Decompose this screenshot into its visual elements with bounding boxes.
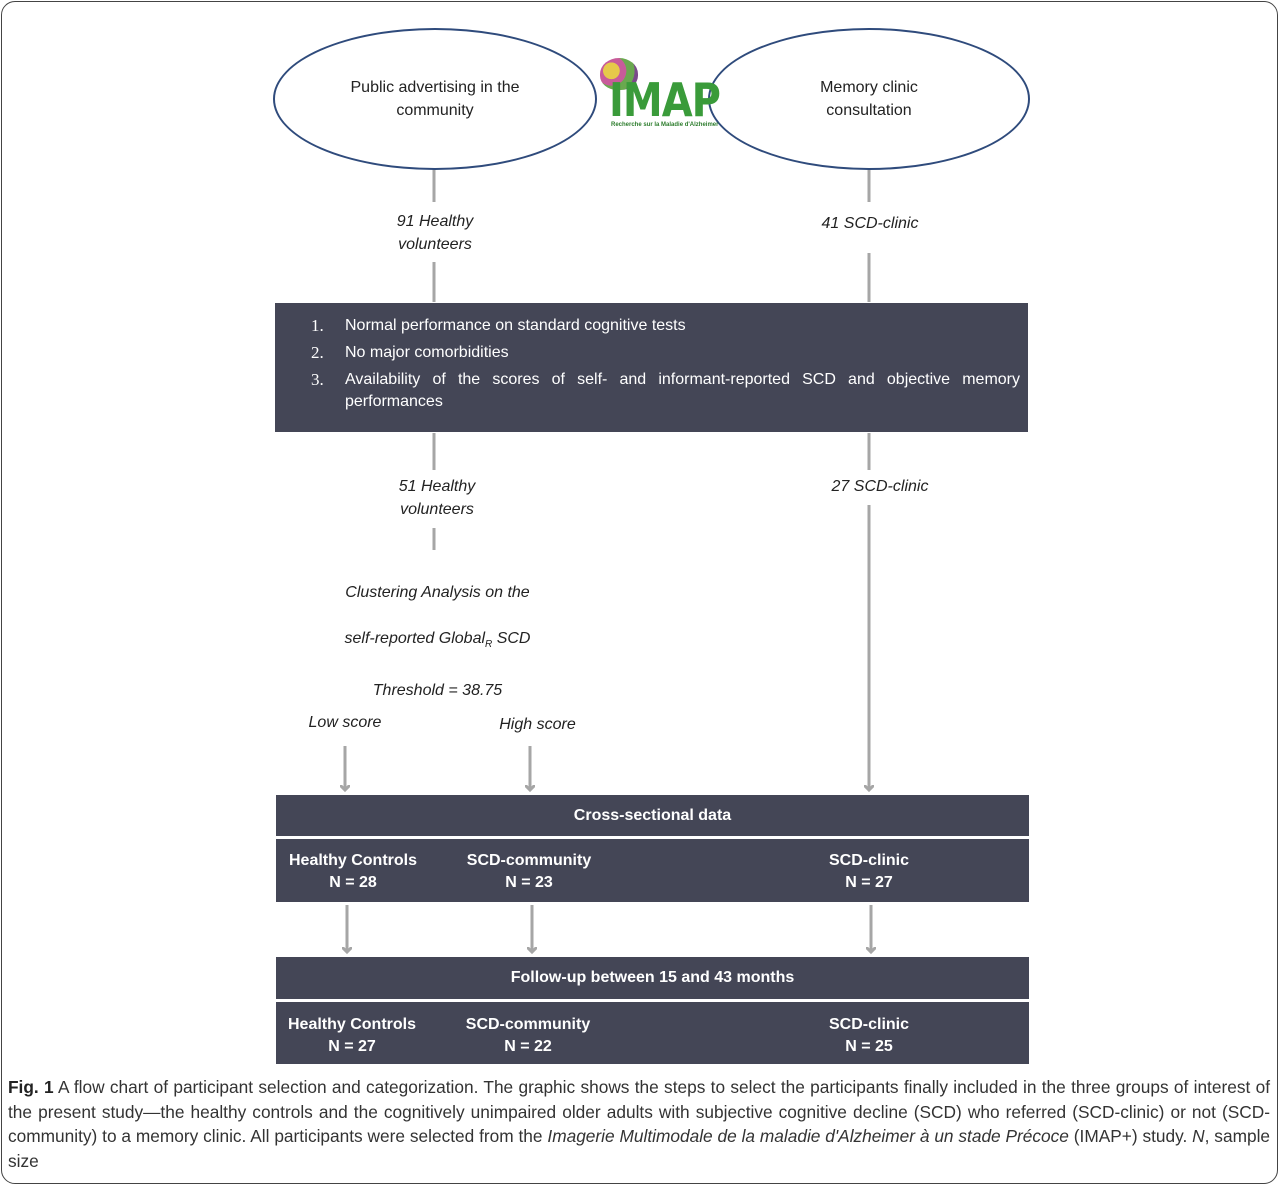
clustering-line1: Clustering Analysis on the bbox=[345, 584, 530, 601]
criterion-text: Availability of the scores of self- and … bbox=[345, 371, 1020, 410]
criterion-item: 1. Normal performance on standard cognit… bbox=[311, 315, 1020, 337]
source-right-label: Memory clinic consultation bbox=[820, 79, 918, 119]
criterion-item: 3. Availability of the scores of self- a… bbox=[311, 369, 1020, 413]
imap-logo: IMAP Recherche sur la Maladie d'Alzheime… bbox=[597, 58, 721, 136]
low-score-label: Low score bbox=[300, 711, 390, 734]
criterion-text: Normal performance on standard cognitive… bbox=[345, 317, 686, 334]
clustering-line2: self-reported GlobalR SCD bbox=[344, 630, 531, 651]
count-left-initial: 91 Healthy volunteers bbox=[360, 210, 510, 256]
clustering-analysis-note: Clustering Analysis on the self-reported… bbox=[320, 558, 555, 726]
high-score-label: High score bbox=[490, 713, 585, 736]
figure-caption: Fig. 1 A flow chart of participant selec… bbox=[8, 1077, 1271, 1171]
clustering-threshold: Threshold = 38.75 bbox=[372, 682, 503, 700]
criterion-number: 2. bbox=[311, 343, 324, 362]
criterion-number: 1. bbox=[311, 316, 324, 335]
source-public-advertising: Public advertising in the community bbox=[273, 28, 597, 170]
source-left-label: Public advertising in the community bbox=[350, 79, 520, 119]
inclusion-criteria-box: 1. Normal performance on standard cognit… bbox=[275, 303, 1028, 432]
logo-wordmark: IMAP bbox=[609, 74, 721, 128]
source-memory-clinic: Memory clinic consultation bbox=[708, 28, 1030, 170]
brain-icon bbox=[600, 58, 638, 90]
caption-label: Fig. 1 bbox=[8, 1077, 54, 1097]
criterion-item: 2. No major comorbidities bbox=[311, 342, 1020, 364]
cross-sectional-header: Cross-sectional data bbox=[276, 795, 1029, 836]
count-left-after: 51 Healthy volunteers bbox=[362, 475, 512, 521]
count-right-after: 27 SCD-clinic bbox=[800, 475, 960, 498]
followup-header: Follow-up between 15 and 43 months bbox=[276, 957, 1029, 999]
count-right-initial: 41 SCD-clinic bbox=[790, 212, 950, 235]
criterion-number: 3. bbox=[311, 370, 324, 389]
criterion-text: No major comorbidities bbox=[345, 344, 509, 361]
logo-tagline: Recherche sur la Maladie d'Alzheimer bbox=[611, 122, 719, 128]
